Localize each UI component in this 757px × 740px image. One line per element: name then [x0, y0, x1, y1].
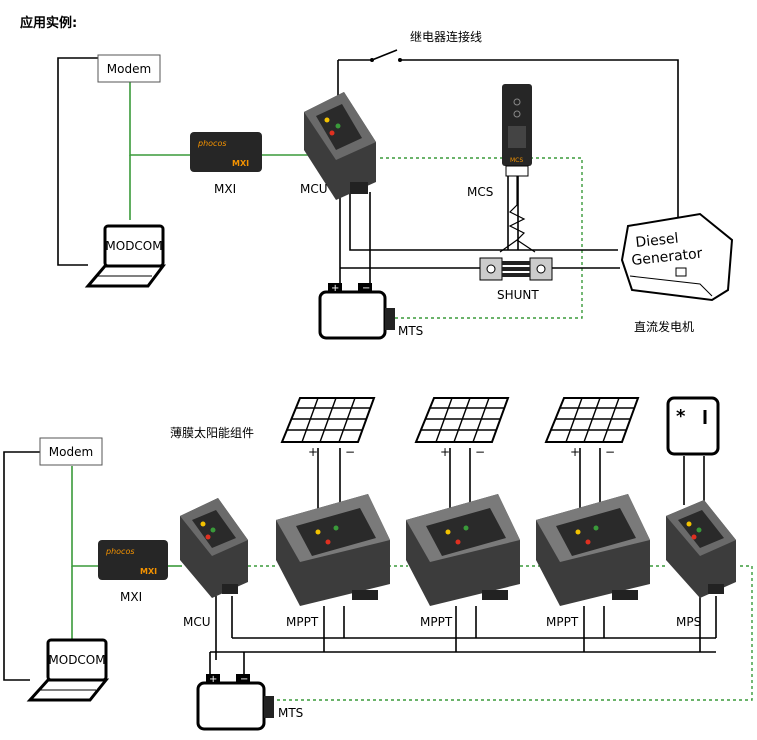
svg-text:Generator: Generator [631, 246, 704, 269]
shunt-label: SHUNT [497, 288, 539, 302]
modcom-laptop-top: MODCOM [84, 224, 166, 288]
mxi-label-bottom: MXI [120, 590, 142, 604]
mts-label-bottom: MTS [278, 706, 303, 720]
modem-top: Modem [97, 54, 161, 83]
svg-text:phocos: phocos [197, 139, 227, 148]
svg-text:MODCOM: MODCOM [105, 239, 162, 253]
svg-text:MXI: MXI [232, 159, 249, 168]
modem-bottom: Modem [39, 437, 103, 466]
top-diagram: 继电器连接线 Modem MODCOM phocos MXI MXI [57, 29, 734, 340]
mppt-device-3 [536, 494, 650, 606]
panel-3-minus: − [605, 445, 615, 459]
mxi-device-top: phocos MXI [190, 132, 262, 172]
thin-film-label: 薄膜太阳能组件 [170, 425, 254, 440]
mcu-device-bottom [180, 498, 248, 598]
svg-text:*: * [676, 406, 686, 427]
panel-2-minus: − [475, 445, 485, 459]
mcs-label: MCS [467, 185, 493, 199]
power-supply-icon: * [666, 396, 720, 456]
panel-1-minus: − [345, 445, 355, 459]
svg-text:MXI: MXI [140, 567, 157, 576]
relay-wire-label: 继电器连接线 [410, 29, 482, 44]
mppt-device-2 [406, 494, 520, 606]
svg-text:+: + [209, 674, 217, 685]
mcu-device-top [304, 92, 376, 200]
mcu-label-top: MCU [300, 182, 328, 196]
page-heading: 应用实例: [20, 15, 77, 31]
svg-text:Diesel: Diesel [635, 231, 680, 251]
panel-1-plus: + [308, 445, 318, 459]
svg-text:MCS: MCS [510, 157, 523, 164]
svg-text:phocos: phocos [105, 547, 135, 556]
bottom-wiring [3, 448, 753, 701]
mppt-device-1 [276, 494, 390, 606]
mcu-label-bottom: MCU [183, 615, 211, 629]
mxi-label-top: MXI [214, 182, 236, 196]
panel-2-plus: + [440, 445, 450, 459]
mxi-device-bottom: phocos MXI [98, 540, 168, 580]
shunt-device [479, 257, 553, 281]
battery-top: + − [318, 283, 395, 340]
mppt-label-2: MPPT [420, 615, 453, 629]
mppt-label-1: MPPT [286, 615, 319, 629]
solar-panel-3 [544, 397, 640, 443]
svg-text:MODCOM: MODCOM [48, 653, 105, 667]
solar-panel-1 [280, 397, 376, 443]
top-wiring [57, 49, 679, 319]
solar-panel-2 [414, 397, 510, 443]
svg-text:−: − [362, 283, 370, 294]
svg-text:+: + [331, 283, 339, 294]
mps-label: MPS [676, 615, 701, 629]
svg-text:−: − [240, 674, 248, 685]
mppt-label-3: MPPT [546, 615, 579, 629]
panel-3-plus: + [570, 445, 580, 459]
bottom-diagram: 薄膜太阳能组件 + − + − + − * Modem [3, 396, 753, 731]
svg-text:Modem: Modem [107, 62, 151, 76]
modcom-laptop-bottom: MODCOM [26, 638, 110, 702]
generator-caption: 直流发电机 [634, 319, 694, 334]
mts-label-top: MTS [398, 324, 423, 338]
mps-device [666, 500, 736, 598]
diesel-generator: Diesel Generator [620, 212, 734, 302]
mcs-device: MCS [502, 84, 532, 177]
battery-bottom: + − [196, 674, 274, 731]
svg-text:Modem: Modem [49, 445, 93, 459]
